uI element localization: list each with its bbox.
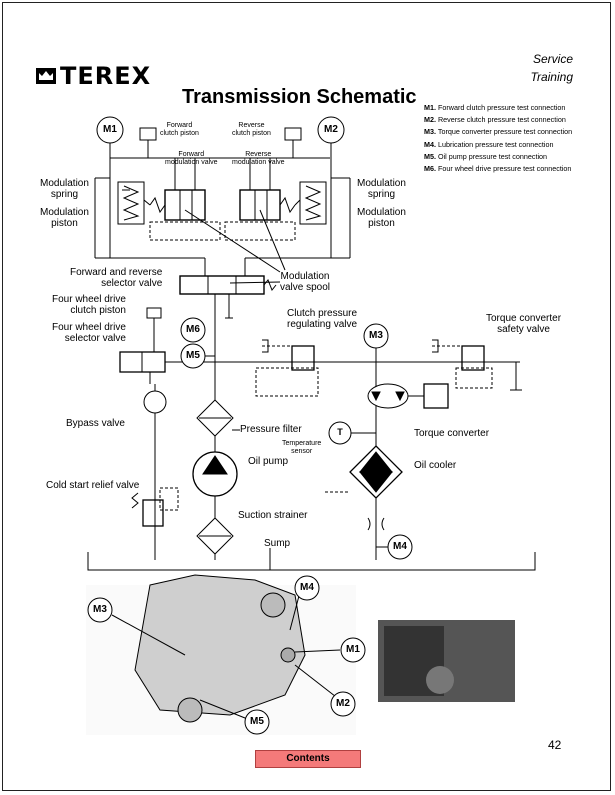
forward-clutch-piston	[139, 127, 157, 141]
label-modulation-piston-left: Modulation piston	[40, 207, 89, 229]
photo-m5-label: M5	[250, 716, 264, 727]
torque-converter-safety-valve	[461, 345, 485, 371]
leader-m1	[294, 649, 341, 653]
brand-name: TEREX	[60, 62, 152, 90]
reverse-clutch-piston	[284, 127, 302, 141]
leader-m4	[289, 591, 301, 631]
leader-m5	[199, 699, 251, 721]
modulation-spring-right	[299, 181, 327, 225]
photo-m2-label: M2	[336, 698, 350, 709]
header-training: Training	[530, 70, 573, 84]
page-number: 42	[548, 738, 562, 752]
label-selector-valve: Forward and reverse selector valve	[70, 267, 163, 289]
gauge-m4-label: M4	[393, 541, 407, 552]
legend-item: M4. Lubrication pressure test connection	[424, 139, 554, 149]
legend-item: M1. Forward clutch pressure test connect…	[424, 103, 566, 112]
label-torque-converter: Torque converter	[414, 428, 490, 439]
photo-gauge-m2	[330, 691, 356, 717]
photo-gauge-m5	[244, 709, 270, 735]
legend-item: M2. Reverse clutch pressure test connect…	[424, 115, 566, 125]
gauge-m1-label: M1	[103, 124, 117, 135]
photo-m1-label: M1	[346, 644, 360, 655]
gauge-m3-label: M3	[369, 330, 383, 341]
cold-start-relief-valve	[142, 499, 164, 527]
label-4wd-selector-valve: Four wheel drive selector valve	[52, 322, 126, 344]
photo-gauge-m3	[87, 597, 113, 623]
label-4wd-clutch-piston: Four wheel drive clutch piston	[52, 294, 126, 316]
legend-item: M3. Torque converter pressure test conne…	[424, 127, 573, 137]
gauge-m5-label: M5	[186, 350, 200, 361]
bypass-valve	[143, 390, 167, 414]
modulation-spring-left	[117, 181, 145, 225]
legend: M1. Forward clutch pressure test connect…	[424, 102, 572, 175]
photo-gauge-m4	[294, 575, 320, 601]
label-cold-start-relief-valve: Cold start relief valve	[46, 480, 140, 491]
label-modulation-piston-right: Modulation piston	[357, 207, 406, 229]
4wd-clutch-piston	[146, 307, 162, 319]
label-temperature-sensor: Temperature sensor	[282, 440, 322, 455]
selector-valve	[179, 275, 265, 295]
page-title: Transmission Schematic	[182, 86, 417, 108]
gauge-m6-label: M6	[186, 324, 200, 335]
label-suction-strainer: Suction strainer	[238, 510, 308, 521]
clutch-pressure-regulating-valve	[291, 345, 315, 371]
photo-m3-label: M3	[93, 604, 107, 615]
label-reverse-clutch-piston: Reverse clutch piston	[232, 122, 271, 137]
contents-button[interactable]: Contents	[255, 750, 361, 768]
terex-logo: TEREX	[36, 62, 151, 90]
label-oil-cooler: Oil cooler	[414, 460, 457, 471]
reverse-modulation-valve	[239, 189, 281, 221]
header-service: Service	[532, 52, 573, 66]
terex-crown-icon	[36, 68, 56, 84]
label-reverse-modulation-valve: Reverse modulation valve	[232, 151, 285, 166]
label-sump: Sump	[264, 538, 291, 549]
leader-m2	[294, 664, 341, 701]
label-forward-modulation-valve: Forward modulation valve	[165, 151, 218, 166]
temp-sensor-symbol: T	[337, 427, 343, 437]
forward-modulation-valve	[164, 189, 206, 221]
leader-m3	[111, 614, 186, 656]
label-forward-clutch-piston: Forward clutch piston	[160, 122, 199, 137]
photo-m4-label: M4	[300, 582, 314, 593]
legend-item: M5. Oil pump pressure test connection	[424, 151, 548, 161]
label-modulation-spring-left: Modulation spring	[40, 178, 89, 200]
label-bypass-valve: Bypass valve	[66, 418, 125, 429]
label-torque-converter-safety-valve: Torque converter safety valve	[486, 313, 562, 335]
photo-gauge-m1	[340, 637, 366, 663]
legend-item: M6. Four wheel drive pressure test conne…	[424, 164, 572, 174]
label-clutch-pressure-regulating-valve: Clutch pressure regulating valve	[287, 308, 358, 330]
gauge-m6	[180, 317, 206, 343]
label-pressure-filter: Pressure filter	[240, 424, 302, 435]
label-modulation-spring-right: Modulation spring	[357, 178, 406, 200]
gauge-m2-label: M2	[324, 124, 338, 135]
label-modulation-valve-spool: Modulation valve spool	[280, 271, 331, 293]
label-oil-pump: Oil pump	[248, 456, 289, 467]
